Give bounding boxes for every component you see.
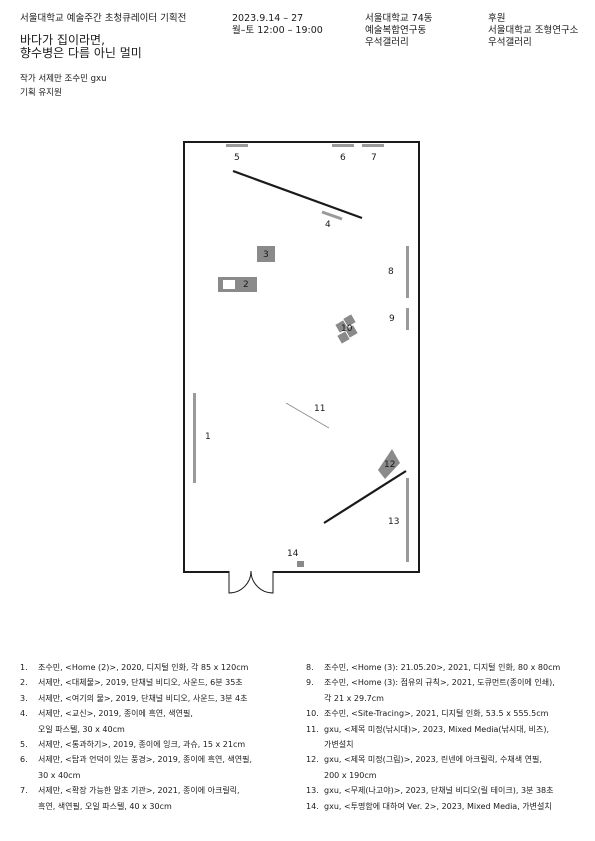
list-item: 9. 조수민, <Home (3): 점유의 규칙>, 2021, 도큐먼트(종이… <box>306 675 588 706</box>
partition-wall-top <box>232 169 363 220</box>
list-item-text: 30 x 40cm <box>38 770 81 780</box>
list-item-text: 흑연, 색연필, 오일 파스텔, 40 x 30cm <box>38 801 172 811</box>
work-2-screen <box>223 280 235 289</box>
list-item-text: 오일 파스텔, 30 x 40cm <box>38 724 125 734</box>
work-1-marker <box>193 393 196 483</box>
work-5-marker <box>226 144 248 147</box>
venue-line-3: 우석갤러리 <box>365 37 409 48</box>
list-item-text: 조수민, <Home (3): 점유의 규칙>, 2021, 도큐먼트(종이에 … <box>324 678 555 688</box>
list-item-text: gxu, <무제(나고야)>, 2023, 단채널 비디오(릴 테이크), 3분… <box>324 786 554 796</box>
plan-label-13: 13 <box>388 517 400 527</box>
list-item-text: 조수민, <Home (2)>, 2020, 디지털 인화, 각 85 x 12… <box>38 663 249 672</box>
work-6-marker <box>332 144 354 147</box>
sponsor-line-1: 서울대학교 조형연구소 <box>488 25 579 36</box>
work-4-marker <box>321 210 343 221</box>
list-item-number: 12. <box>306 755 319 765</box>
list-item: 10. 조수민, <Site-Tracing>, 2021, 디지털 인화, 53… <box>306 706 588 721</box>
list-item: 1. 조수민, <Home (2)>, 2020, 디지털 인화, 각 85 x … <box>20 660 292 675</box>
works-list-right: 8. 조수민, <Home (3): 21.05.20>, 2021, 디지털 인… <box>306 660 588 814</box>
list-item: 7. 서제만, <확장 가능한 말초 기관>, 2021, 종이에 아크릴릭, 흑연… <box>20 783 292 814</box>
list-item-number: 3. <box>20 693 28 703</box>
list-item-text: 200 x 190cm <box>324 770 377 780</box>
plan-label-6: 6 <box>340 153 346 163</box>
list-item-number: 8. <box>306 663 314 672</box>
plan-label-12: 12 <box>384 460 396 470</box>
list-item-text: 서제만, <교신>, 2019, 종이에 흑연, 색연필, <box>38 709 193 719</box>
work-11-marker <box>285 402 330 429</box>
list-item-text: gxu, <제목 미정(그림)>, 2023, 린넨에 아크릴릭, 수채색 연필… <box>324 755 542 765</box>
venue-line-1: 서울대학교 74동 <box>365 13 433 24</box>
work-9-marker <box>406 308 409 330</box>
plan-label-10: 10 <box>341 324 353 334</box>
plan-label-11: 11 <box>314 404 326 414</box>
list-item: 8. 조수민, <Home (3): 21.05.20>, 2021, 디지털 인… <box>306 660 588 675</box>
list-item: 3. 서제만, <여기의 물>, 2019, 단채널 비디오, 사운드, 3분 4… <box>20 691 292 706</box>
list-item-text: 서제만, <여기의 물>, 2019, 단채널 비디오, 사운드, 3분 4초 <box>38 693 248 703</box>
list-item-text: 서제만, <통과하기>, 2019, 종이에 잉크, 과슈, 15 x 21cm <box>38 740 246 750</box>
plan-label-1: 1 <box>205 432 211 442</box>
sponsor-label: 후원 <box>488 13 506 24</box>
exhibition-title-line-2: 향수병은 다름 아닌 멀미 <box>20 46 142 60</box>
entrance-door-icon <box>228 569 274 594</box>
list-item-number: 5. <box>20 740 28 750</box>
list-item-number: 14. <box>306 801 319 811</box>
list-item-text: 각 21 x 29.7cm <box>324 693 384 703</box>
list-item-number: 1. <box>20 663 28 672</box>
list-item-number: 9. <box>306 678 314 688</box>
list-item: 5. 서제만, <통과하기>, 2019, 종이에 잉크, 과슈, 15 x 21… <box>20 737 292 752</box>
work-8-marker <box>406 246 409 298</box>
list-item-number: 2. <box>20 678 28 688</box>
plan-label-3: 3 <box>263 250 269 260</box>
list-item-number: 6. <box>20 755 28 765</box>
list-item: 6. 서제만, <탑과 언덕이 있는 풍경>, 2019, 종이에 흑연, 색연필… <box>20 752 292 783</box>
list-item: 2. 서제만, <대체물>, 2019, 단채널 비디오, 사운드, 6분 35초 <box>20 675 292 690</box>
exhibition-date: 2023.9.14 – 27 <box>232 13 304 24</box>
work-7-marker <box>362 144 384 147</box>
exhibition-title-line-1: 바다가 집이라면, <box>20 33 105 47</box>
list-item-text: 조수민, <Home (3): 21.05.20>, 2021, 디지털 인화,… <box>324 663 561 672</box>
gallery-room-outline <box>183 141 420 573</box>
list-item: 4. 서제만, <교신>, 2019, 종이에 흑연, 색연필, 오일 파스텔, 3… <box>20 706 292 737</box>
work-3-marker <box>257 246 275 262</box>
list-item-text: 가변설치 <box>324 740 354 750</box>
plan-label-7: 7 <box>371 153 377 163</box>
work-13-marker <box>406 478 409 562</box>
plan-label-8: 8 <box>388 267 394 277</box>
works-list-left: 1. 조수민, <Home (2)>, 2020, 디지털 인화, 각 85 x … <box>20 660 292 814</box>
work-10-marker <box>335 314 358 344</box>
list-item-number: 13. <box>306 786 319 796</box>
list-item: 14. gxu, <투명함에 대하여 Ver. 2>, 2023, Mixed M… <box>306 799 588 814</box>
plan-label-2: 2 <box>243 280 249 290</box>
partition-wall-bottom <box>323 470 407 524</box>
venue-line-2: 예술복합연구동 <box>365 25 427 36</box>
plan-label-14: 14 <box>287 549 299 559</box>
list-item-text: 서제만, <확장 가능한 말초 기관>, 2021, 종이에 아크릴릭, <box>38 786 240 796</box>
list-item-text: 서제만, <대체물>, 2019, 단채널 비디오, 사운드, 6분 35초 <box>38 678 243 688</box>
work-12-marker <box>378 449 400 479</box>
list-item: 12. gxu, <제목 미정(그림)>, 2023, 린넨에 아크릴릭, 수채색… <box>306 752 588 783</box>
list-item-text: 조수민, <Site-Tracing>, 2021, 디지털 인화, 53.5 … <box>324 709 549 719</box>
list-item-number: 7. <box>20 786 28 796</box>
exhibition-hours: 월–토 12:00 – 19:00 <box>232 25 323 36</box>
list-item-number: 4. <box>20 709 28 719</box>
list-item-text: 서제만, <탑과 언덕이 있는 풍경>, 2019, 종이에 흑연, 색연필, <box>38 755 253 765</box>
list-item-text: gxu, <제목 미정(낚시대)>, 2023, Mixed Media(낚시대… <box>324 724 550 734</box>
curator-credit: 기획 유지원 <box>20 88 62 98</box>
plan-label-5: 5 <box>234 153 240 163</box>
plan-label-9: 9 <box>389 314 395 324</box>
artists-credit: 작가 서제만 조수민 gxu <box>20 74 107 84</box>
plan-label-4: 4 <box>325 220 331 230</box>
list-item-number: 11. <box>306 724 319 734</box>
list-item: 13. gxu, <무제(나고야)>, 2023, 단채널 비디오(릴 테이크),… <box>306 783 588 798</box>
list-item-number: 10. <box>306 709 319 719</box>
org-title: 서울대학교 예술주간 초청큐레이터 기획전 <box>20 13 187 24</box>
work-14-marker <box>297 561 304 567</box>
list-item-text: gxu, <투명함에 대하여 Ver. 2>, 2023, Mixed Medi… <box>324 801 552 811</box>
list-item: 11. gxu, <제목 미정(낚시대)>, 2023, Mixed Media(… <box>306 722 588 753</box>
sponsor-line-2: 우석갤러리 <box>488 37 532 48</box>
